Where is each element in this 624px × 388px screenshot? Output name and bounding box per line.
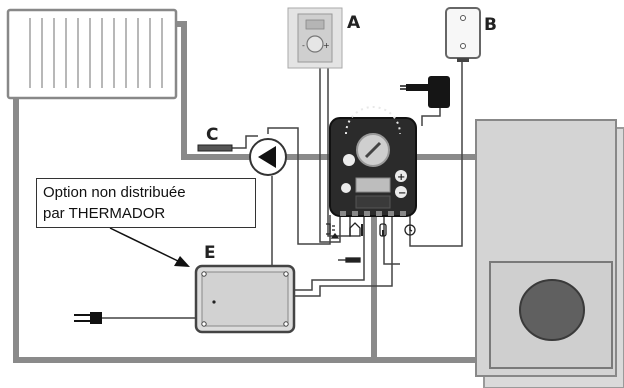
svg-text:+: + — [323, 41, 330, 50]
clock-input-icon — [404, 224, 416, 236]
svg-text:+: + — [397, 172, 405, 183]
power-plug-icon — [74, 312, 102, 324]
note-pointer-arrow — [109, 227, 190, 267]
svg-text:−: − — [398, 188, 406, 199]
note-line-2: par THERMADOR — [43, 205, 166, 222]
sensor-probe-icon — [338, 257, 361, 263]
outdoor-sensor-icon — [445, 7, 481, 62]
terminal-symbols — [326, 222, 416, 263]
radiator-icon — [6, 8, 178, 100]
flow-sensor-c-icon — [197, 144, 233, 152]
label-e: E — [204, 243, 216, 263]
boiler-icon — [475, 119, 624, 388]
room-thermostat-icon: - + — [287, 7, 343, 69]
label-a: A — [347, 13, 361, 33]
note-box: Option non distribuée par THERMADOR — [36, 178, 256, 228]
note-line-1: Option non distribuée — [43, 184, 186, 201]
controller-icon: + − — [329, 106, 417, 217]
label-c: C — [206, 125, 218, 145]
svg-text:-: - — [302, 41, 305, 50]
label-b: B — [484, 15, 497, 35]
flow-pipe — [173, 21, 253, 160]
flow-sensor-input-icon — [379, 223, 387, 237]
junction-box-icon — [194, 264, 296, 334]
return-pipe — [13, 89, 481, 363]
room-input-icon — [349, 222, 363, 237]
power-adapter-icon — [400, 76, 450, 108]
pump-output-icon — [326, 223, 340, 239]
circulator-pump-icon — [249, 138, 287, 176]
